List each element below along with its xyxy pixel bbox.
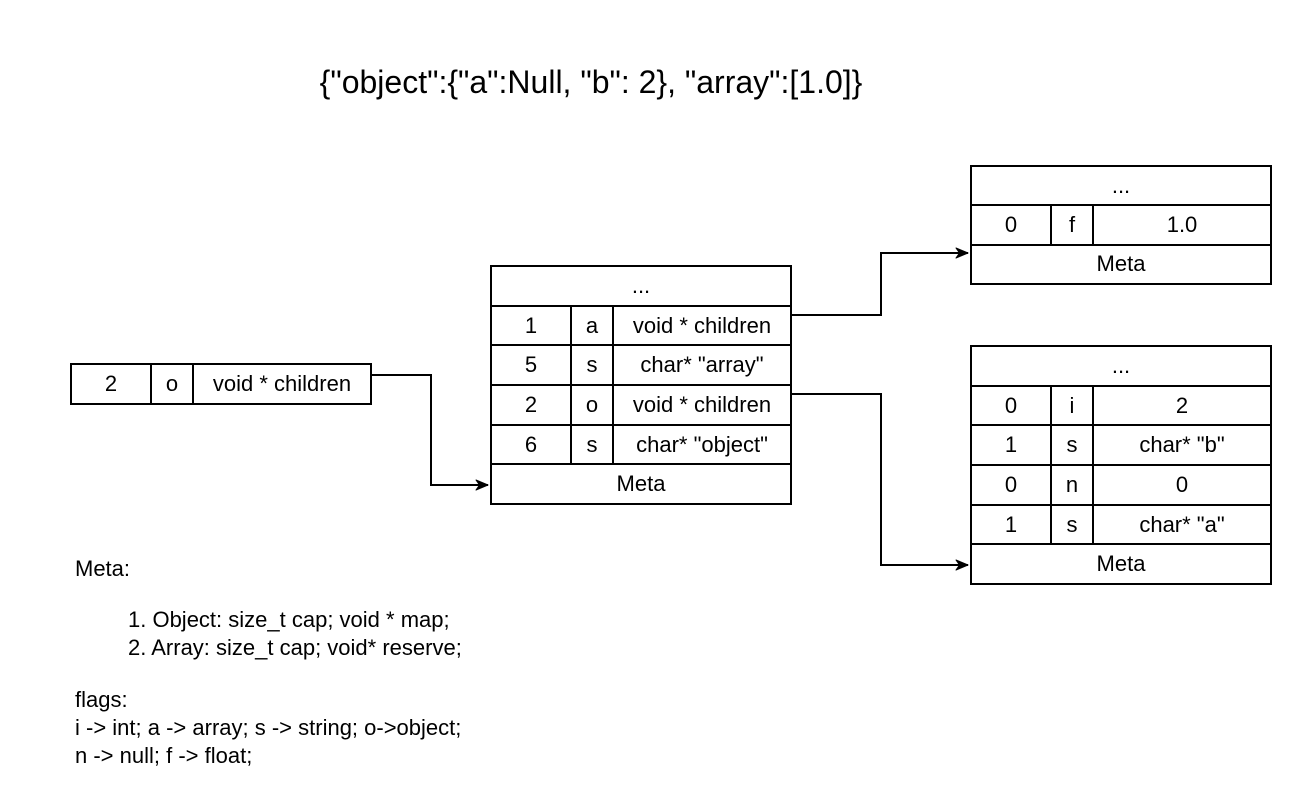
cell-value: char* "object" xyxy=(636,431,768,457)
cell-value: char* "a" xyxy=(1139,511,1225,537)
meta-legend-item: 2. Array: size_t cap; void* reserve; xyxy=(128,635,462,660)
cell-count: 5 xyxy=(492,346,572,385)
node-meta-footer: Meta xyxy=(1096,251,1146,277)
cell-flag: f xyxy=(1052,206,1094,244)
node-meta-footer: Meta xyxy=(616,471,666,497)
flags-legend-line: n -> null; f -> float; xyxy=(75,743,253,768)
node-row: 2 o void * children xyxy=(72,365,370,403)
connector-root-to-object-children xyxy=(372,374,489,491)
connector-object-entry-to-inner-object-node xyxy=(792,393,969,571)
cell-count: 2 xyxy=(492,386,572,424)
cell-flag: s xyxy=(1052,505,1094,544)
cell-count: 1 xyxy=(972,505,1052,544)
object-children-node: ... 1 a void * children 5 s char* "array… xyxy=(490,265,792,505)
connector-array-entry-to-array-node xyxy=(792,247,969,316)
cell-flag: a xyxy=(572,306,614,345)
cell-value: char* "array" xyxy=(640,352,764,378)
cell-count: 1 xyxy=(492,306,572,345)
cell-count: 1 xyxy=(972,426,1052,465)
cell-value: void * children xyxy=(212,371,352,396)
meta-legend-item: 1. Object: size_t cap; void * map; xyxy=(128,607,450,632)
node-row: 1 s char* "b" xyxy=(972,424,1270,465)
cell-flag: s xyxy=(1052,426,1094,465)
node-row: 5 s char* "array" xyxy=(492,344,790,385)
flags-legend-line: i -> int; a -> array; s -> string; o->ob… xyxy=(75,715,462,740)
page-title: {"object":{"a":Null, "b": 2}, "array":[1… xyxy=(319,64,863,100)
inner-object-node: ... 0 i 2 1 s char* "b" 0 n 0 1 s char* … xyxy=(970,345,1272,585)
cell-count: 0 xyxy=(972,466,1052,504)
meta-legend-heading: Meta: xyxy=(75,556,131,581)
node-row: 6 s char* "object" xyxy=(492,423,790,464)
cell-value: 2 xyxy=(1175,392,1189,418)
cell-count: 0 xyxy=(972,386,1052,425)
cell-count: 2 xyxy=(72,365,152,403)
node-ellipsis-header: ... xyxy=(1111,352,1131,378)
cell-flag: s xyxy=(572,425,614,464)
node-row: 0 i 2 xyxy=(972,384,1270,425)
cell-count: 6 xyxy=(492,425,572,464)
node-meta-footer: Meta xyxy=(1096,551,1146,577)
cell-value: 0 xyxy=(1175,471,1189,497)
node-row: 1 a void * children xyxy=(492,304,790,345)
cell-flag: s xyxy=(572,346,614,385)
flags-legend-heading: flags: xyxy=(75,687,128,712)
cell-value: 1.0 xyxy=(1166,211,1198,237)
node-row: 2 o void * children xyxy=(492,384,790,424)
root-node: 2 o void * children xyxy=(70,363,372,405)
cell-count: 0 xyxy=(972,206,1052,244)
node-row: 1 s char* "a" xyxy=(972,503,1270,544)
node-row: 0 n 0 xyxy=(972,464,1270,504)
cell-value: char* "b" xyxy=(1139,432,1225,458)
flags-legend: flags: i -> int; a -> array; s -> string… xyxy=(75,686,461,770)
array-node: ... 0 f 1.0 Meta xyxy=(970,165,1272,285)
node-row: 0 f 1.0 xyxy=(972,204,1270,244)
cell-value: void * children xyxy=(632,391,772,417)
cell-flag: o xyxy=(152,365,194,403)
node-ellipsis-header: ... xyxy=(1111,172,1131,198)
cell-flag: o xyxy=(572,386,614,424)
cell-flag: i xyxy=(1052,386,1094,425)
cell-flag: n xyxy=(1052,466,1094,504)
cell-value: void * children xyxy=(632,312,772,338)
meta-legend-list: 1. Object: size_t cap; void * map; 2. Ar… xyxy=(128,606,462,662)
node-ellipsis-header: ... xyxy=(631,272,651,298)
